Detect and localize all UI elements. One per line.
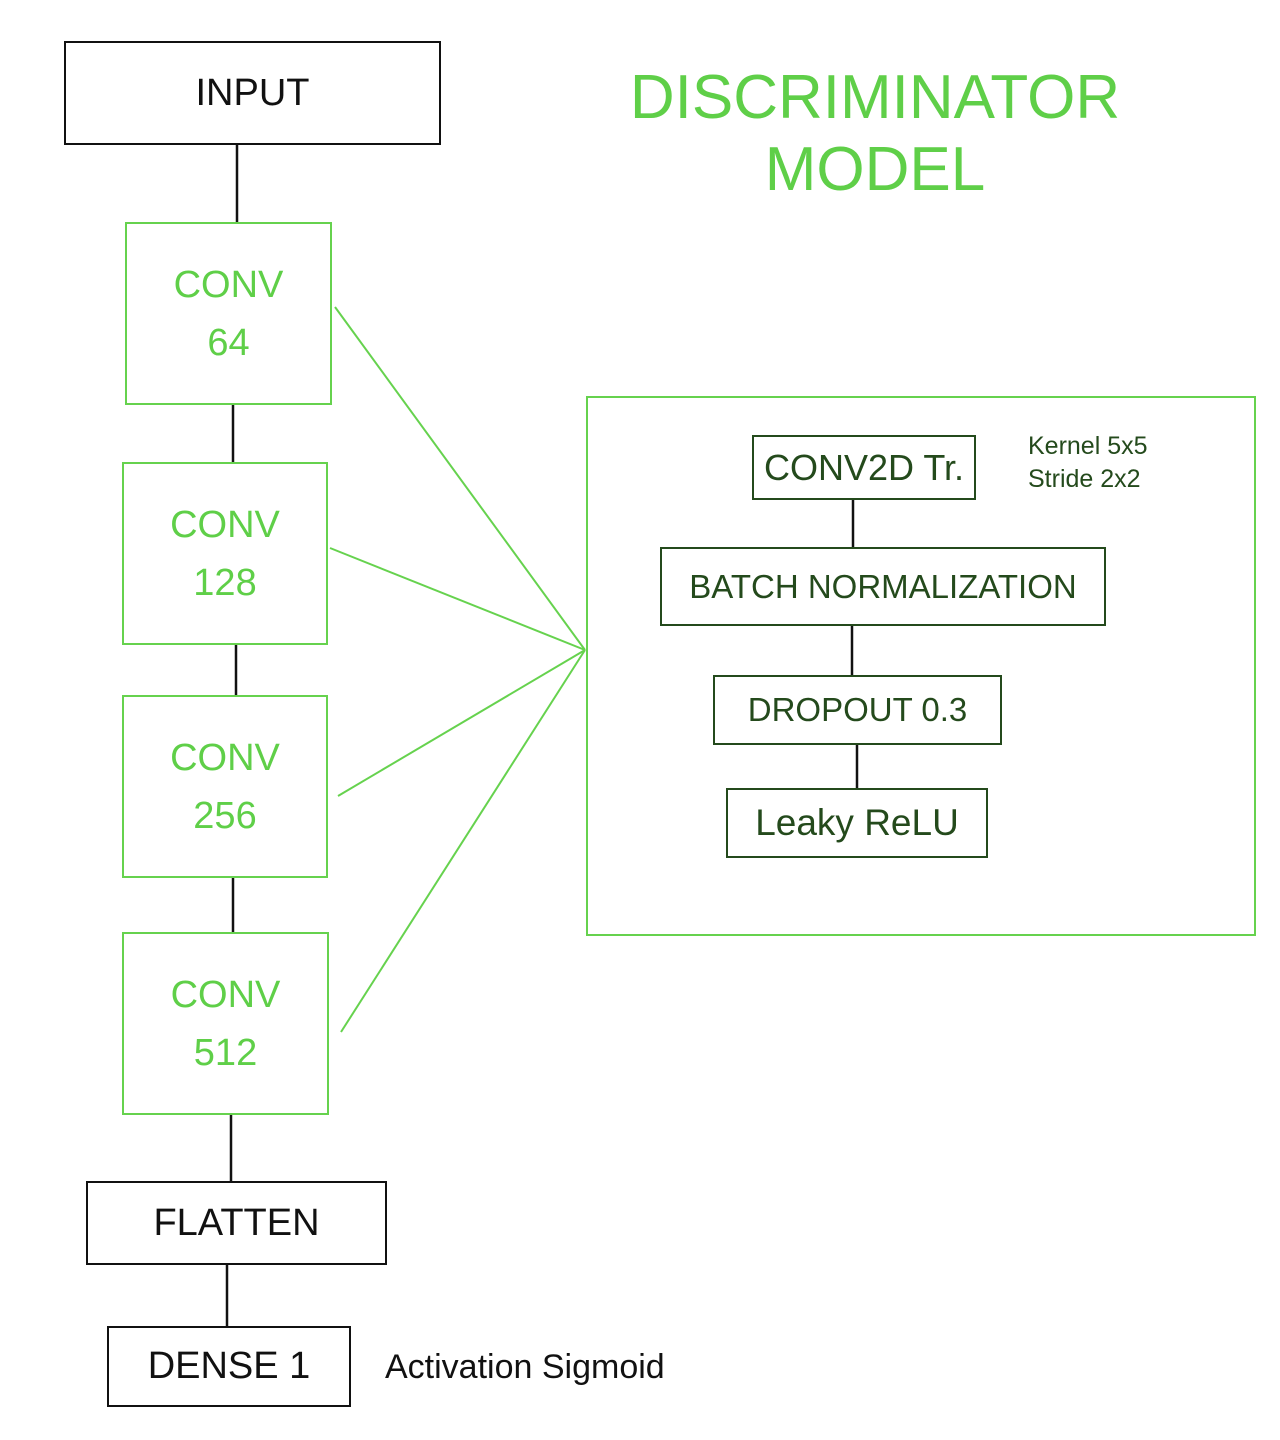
title-line-2: MODEL bbox=[764, 135, 986, 204]
title-line-1: DISCRIMINATOR bbox=[629, 63, 1121, 132]
conv-label: CONV bbox=[173, 263, 284, 306]
conv2d-node: CONV2D Tr. bbox=[752, 435, 976, 500]
diagram-title: DISCRIMINATOR MODEL bbox=[600, 62, 1150, 206]
detail-block-frame bbox=[586, 396, 1256, 936]
input-node: INPUT bbox=[64, 41, 441, 145]
flatten-label: FLATTEN bbox=[153, 1201, 320, 1244]
kernel-size: Kernel 5x5 bbox=[1028, 432, 1148, 460]
batch-norm-node: BATCH NORMALIZATION bbox=[660, 547, 1106, 626]
dense-label: DENSE 1 bbox=[147, 1345, 311, 1387]
dropout-label: DROPOUT 0.3 bbox=[747, 691, 968, 728]
conv-label: CONV bbox=[170, 503, 280, 546]
conv-label: CONV bbox=[170, 973, 281, 1016]
input-label: INPUT bbox=[195, 71, 310, 114]
conv-filters: 512 bbox=[193, 1031, 258, 1074]
conv-node-256: CONV 256 bbox=[122, 695, 328, 878]
conv-filters: 128 bbox=[193, 561, 257, 604]
flatten-node: FLATTEN bbox=[86, 1181, 387, 1265]
leaky-relu-node: Leaky ReLU bbox=[726, 788, 988, 858]
fan-line-conv64 bbox=[334, 306, 586, 651]
conv-filters: 64 bbox=[207, 321, 250, 364]
conv2d-params: Kernel 5x5 Stride 2x2 bbox=[1028, 430, 1148, 496]
leaky-relu-label: Leaky ReLU bbox=[755, 802, 959, 843]
dropout-node: DROPOUT 0.3 bbox=[713, 675, 1002, 745]
dense-node: DENSE 1 bbox=[107, 1326, 351, 1407]
conv2d-label: CONV2D Tr. bbox=[763, 446, 965, 488]
fan-line-conv512 bbox=[340, 649, 586, 1033]
batch-norm-label: BATCH NORMALIZATION bbox=[689, 567, 1077, 605]
fan-line-conv256 bbox=[337, 649, 586, 797]
conv-node-512: CONV 512 bbox=[122, 932, 329, 1115]
fan-line-conv128 bbox=[329, 547, 586, 651]
conv-node-128: CONV 128 bbox=[122, 462, 328, 645]
conv-node-64: CONV 64 bbox=[125, 222, 332, 405]
conv-label: CONV bbox=[170, 736, 280, 779]
stride-size: Stride 2x2 bbox=[1028, 465, 1141, 493]
conv-filters: 256 bbox=[193, 794, 257, 837]
dense-activation-note: Activation Sigmoid bbox=[385, 1348, 665, 1386]
